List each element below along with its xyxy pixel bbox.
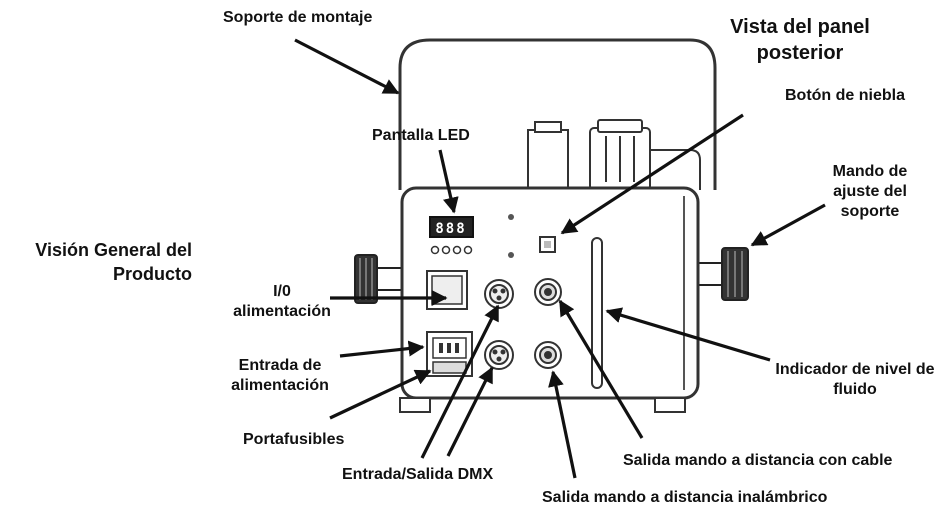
display-button-4[interactable] <box>463 245 473 255</box>
dmx-input-connector[interactable] <box>484 279 514 309</box>
product-overview-title: Visión General del Producto <box>35 240 192 284</box>
leader-arrows <box>294 38 826 479</box>
indicator-led-1 <box>508 214 514 220</box>
arrow-fluid-indicator <box>605 307 771 362</box>
arrow-mounting-bracket <box>294 38 400 95</box>
label-led-display: Pantalla LED <box>372 127 470 144</box>
label-wireless-remote: Salida mando a distancia inalámbrico <box>542 489 828 506</box>
arrow-wireless-remote <box>548 370 577 479</box>
foot-left <box>399 397 431 413</box>
dmx-output-connector[interactable] <box>484 340 514 370</box>
display-button-2[interactable] <box>441 245 451 255</box>
indicator-led-2 <box>508 252 514 258</box>
arrow-fuse-holder <box>329 369 432 420</box>
arrow-wired-remote <box>558 299 644 439</box>
label-fog-button: Botón de niebla <box>785 87 905 104</box>
fuse-holder[interactable] <box>432 361 467 374</box>
label-power-switch: I/0 alimentación <box>233 283 331 320</box>
arrow-dmx-input <box>420 304 500 459</box>
arrow-bracket-knob <box>750 203 826 247</box>
right-bracket-knob <box>696 247 749 301</box>
arrow-dmx-output <box>446 366 494 457</box>
display-button-3[interactable] <box>452 245 462 255</box>
fluid-tank <box>527 119 701 191</box>
foot-right <box>654 397 686 413</box>
arrow-power-input <box>339 340 425 358</box>
panel-view-title: Vista del panel posterior <box>730 16 870 64</box>
wired-remote-connector[interactable] <box>534 278 562 306</box>
left-bracket-knob <box>354 254 403 304</box>
display-button-1[interactable] <box>430 245 440 255</box>
led-digits: 888 <box>435 221 466 237</box>
arrow-led-display <box>438 149 459 214</box>
mounting-bracket <box>398 38 717 190</box>
label-wired-remote: Salida mando a distancia con cable <box>623 452 893 469</box>
label-power-input: Entrada de alimentación <box>231 357 329 394</box>
label-fuse-holder: Portafusibles <box>243 431 345 448</box>
arrow-fog-button <box>560 113 744 235</box>
fluid-level-window <box>591 237 603 389</box>
display-buttons <box>430 245 473 255</box>
label-fluid-indicator: Indicador de nivel de fluido <box>775 361 935 398</box>
wireless-remote-connector[interactable] <box>534 341 562 369</box>
led-display <box>429 216 474 238</box>
label-bracket-knob: Mando de ajuste del soporte <box>832 163 908 220</box>
label-mounting-bracket: Soporte de montaje <box>223 9 373 26</box>
label-dmx-io: Entrada/Salida DMX <box>342 466 494 483</box>
